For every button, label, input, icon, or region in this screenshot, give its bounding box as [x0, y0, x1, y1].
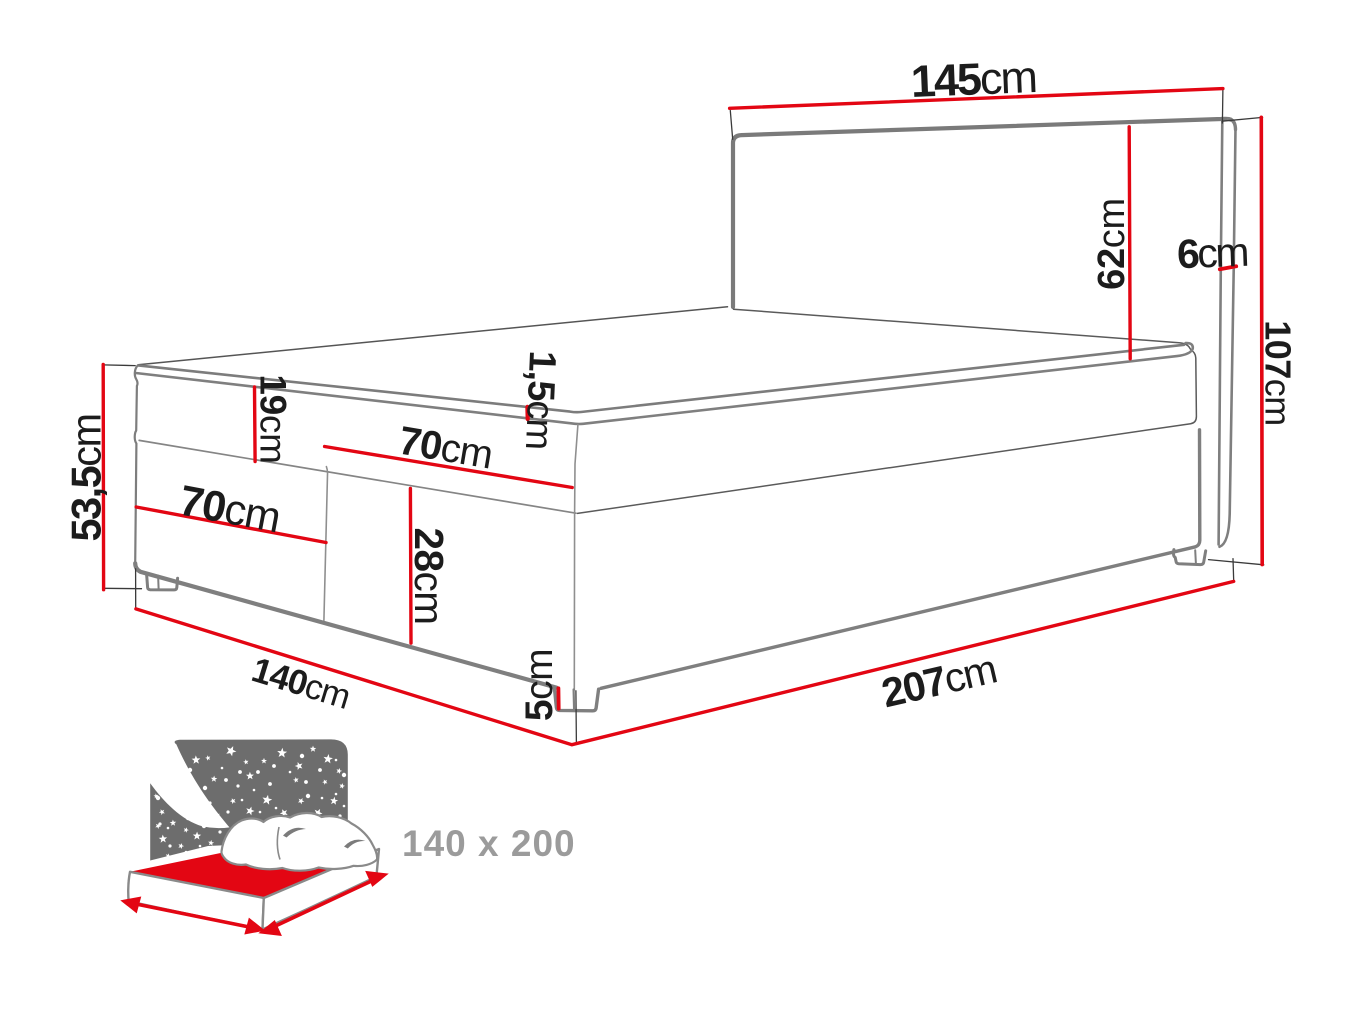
svg-text:145cm: 145cm — [910, 51, 1037, 107]
svg-text:5cm: 5cm — [518, 649, 561, 721]
svg-text:140 x 200: 140 x 200 — [402, 823, 576, 864]
svg-text:1,5cm: 1,5cm — [517, 350, 563, 450]
svg-text:19cm: 19cm — [253, 374, 294, 463]
svg-text:70cm: 70cm — [176, 477, 284, 543]
svg-text:28cm: 28cm — [406, 527, 452, 624]
svg-text:6cm: 6cm — [1176, 229, 1248, 277]
svg-text:107cm: 107cm — [1258, 320, 1299, 426]
svg-text:53,5cm: 53,5cm — [63, 414, 110, 541]
svg-text:70cm: 70cm — [396, 419, 496, 478]
svg-text:62cm: 62cm — [1091, 198, 1133, 290]
